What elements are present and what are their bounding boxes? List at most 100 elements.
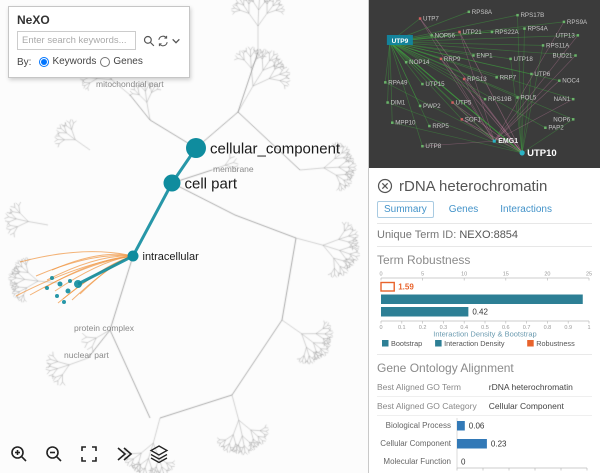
cluster-node[interactable] [65,288,71,294]
cluster-node[interactable] [68,279,72,283]
gene-node[interactable] [571,118,575,121]
cluster-node[interactable] [45,286,49,290]
gene-node[interactable] [483,97,487,101]
gene-node-label[interactable]: BUD21 [553,52,574,59]
gene-node[interactable] [541,44,545,47]
gene-node-label[interactable]: UTP13 [556,32,576,39]
gene-node-label[interactable]: RPS9A [567,19,588,26]
fit-view-button[interactable] [76,442,102,468]
tree-label-protein-complex[interactable]: protein complex [74,323,135,333]
gene-node[interactable] [451,101,454,104]
gene-node-label[interactable]: RPS22A [495,29,520,36]
gene-node-label[interactable]: NAN1 [554,96,571,103]
gene-node-label[interactable]: RRP9 [444,56,461,63]
selected-gene-box[interactable] [386,35,413,45]
radio-genes-input[interactable] [100,56,111,67]
gene-node[interactable] [509,57,512,61]
gene-node-label[interactable]: ENP1 [476,52,493,59]
refresh-icon[interactable] [157,35,169,47]
zoom-in-button[interactable] [6,442,32,468]
search-icon[interactable] [143,35,155,47]
gene-node-label[interactable]: RPS4A [527,26,548,33]
tree-node-label[interactable]: cellular_component [210,140,341,157]
tab-interactions[interactable]: Interactions [500,204,552,215]
gene-node-label[interactable]: RPS11A [546,42,570,49]
gene-node[interactable] [386,101,389,104]
gene-node[interactable] [467,10,471,14]
gene-node-label[interactable]: MPP10 [395,120,416,127]
zoom-out-button[interactable] [41,442,67,468]
gene-node-label[interactable]: RPS13 [467,76,487,83]
ontology-tree-canvas[interactable] [0,0,368,473]
gene-node-label[interactable]: SOF1 [465,116,482,123]
tab-summary[interactable]: Summary [377,201,434,218]
gene-node-label[interactable]: RRP7 [500,74,517,81]
gene-node[interactable] [439,57,443,61]
gene-node-label[interactable]: RPA49 [388,79,408,86]
radio-keywords-input[interactable] [39,56,50,67]
gene-node-label[interactable]: NOC4 [562,78,580,85]
gene-node[interactable] [391,121,394,124]
gene-node-label[interactable]: UTP18 [514,56,534,63]
gene-node[interactable] [462,77,466,81]
gene-node-label[interactable]: PAP2 [548,125,564,132]
cluster-node[interactable] [50,276,54,280]
gene-node-label[interactable]: RPS17B [520,12,544,19]
tree-node-cellular-component[interactable] [186,138,206,158]
gene-node-label[interactable]: DIM1 [391,99,406,106]
gene-node-label[interactable]: UTP5 [456,99,472,106]
tree-node-cell-part[interactable] [163,174,181,192]
gene-node[interactable] [495,76,498,79]
tab-genes[interactable]: Genes [448,204,479,215]
gene-node-label[interactable]: RPS8A [472,9,493,16]
radio-keywords[interactable]: Keywords [39,56,96,67]
gene-node[interactable] [516,13,519,17]
tree-node-intracellular[interactable] [127,250,139,262]
gene-node[interactable] [490,30,494,34]
gene-node[interactable] [562,20,566,24]
gene-node[interactable] [418,104,422,108]
gene-node-label[interactable]: POL5 [520,94,536,101]
gene-node-label[interactable]: RRP5 [432,123,449,130]
gene-node-label[interactable]: PWP2 [423,103,441,110]
gene-node-label[interactable]: UTP7 [423,15,439,22]
gene-node[interactable] [404,60,408,64]
tree-label-nuclear-part[interactable]: nuclear part [64,350,110,360]
gene-node[interactable] [519,150,525,156]
gene-node-label[interactable]: UTP10 [527,148,557,159]
gene-node-label[interactable]: EMG1 [498,138,518,145]
cluster-node[interactable] [55,294,59,298]
gene-node-label[interactable]: UTP6 [534,71,550,78]
gene-node[interactable] [458,30,461,34]
radio-genes[interactable]: Genes [100,56,143,67]
gene-node-label[interactable]: RPS19B [488,96,512,103]
cluster-node[interactable] [57,281,63,287]
gene-node[interactable] [418,17,422,20]
gene-node[interactable] [571,97,575,101]
gene-node-label[interactable]: NOP6 [553,116,570,123]
gene-node[interactable] [421,82,424,86]
gene-node[interactable] [421,144,424,148]
tree-label-mitochondrial-part[interactable]: mitochondrial part [96,79,164,89]
layers-button[interactable] [146,442,172,468]
gene-node-label[interactable]: UTP15 [425,81,445,88]
gene-node[interactable] [384,81,387,84]
gene-node-label[interactable]: UTP8 [425,143,441,150]
search-input[interactable] [17,31,136,50]
gene-node[interactable] [544,126,547,129]
cluster-node[interactable] [74,280,82,288]
gene-node[interactable] [576,34,580,37]
gene-node-label[interactable]: UTP21 [462,29,482,36]
tree-node-label[interactable]: intracellular [143,251,200,263]
gene-node[interactable] [523,27,526,30]
gene-node[interactable] [492,139,496,143]
gene-node[interactable] [460,118,464,121]
gene-node-label[interactable]: NOP56 [435,32,456,39]
tree-label-membrane[interactable]: membrane [213,164,254,174]
tree-node-label[interactable]: cell part [185,175,238,192]
chevron-down-icon[interactable] [171,36,181,46]
gene-node[interactable] [574,54,577,57]
cluster-node[interactable] [62,300,66,304]
gene-node[interactable] [558,79,561,82]
close-icon[interactable] [377,178,393,194]
